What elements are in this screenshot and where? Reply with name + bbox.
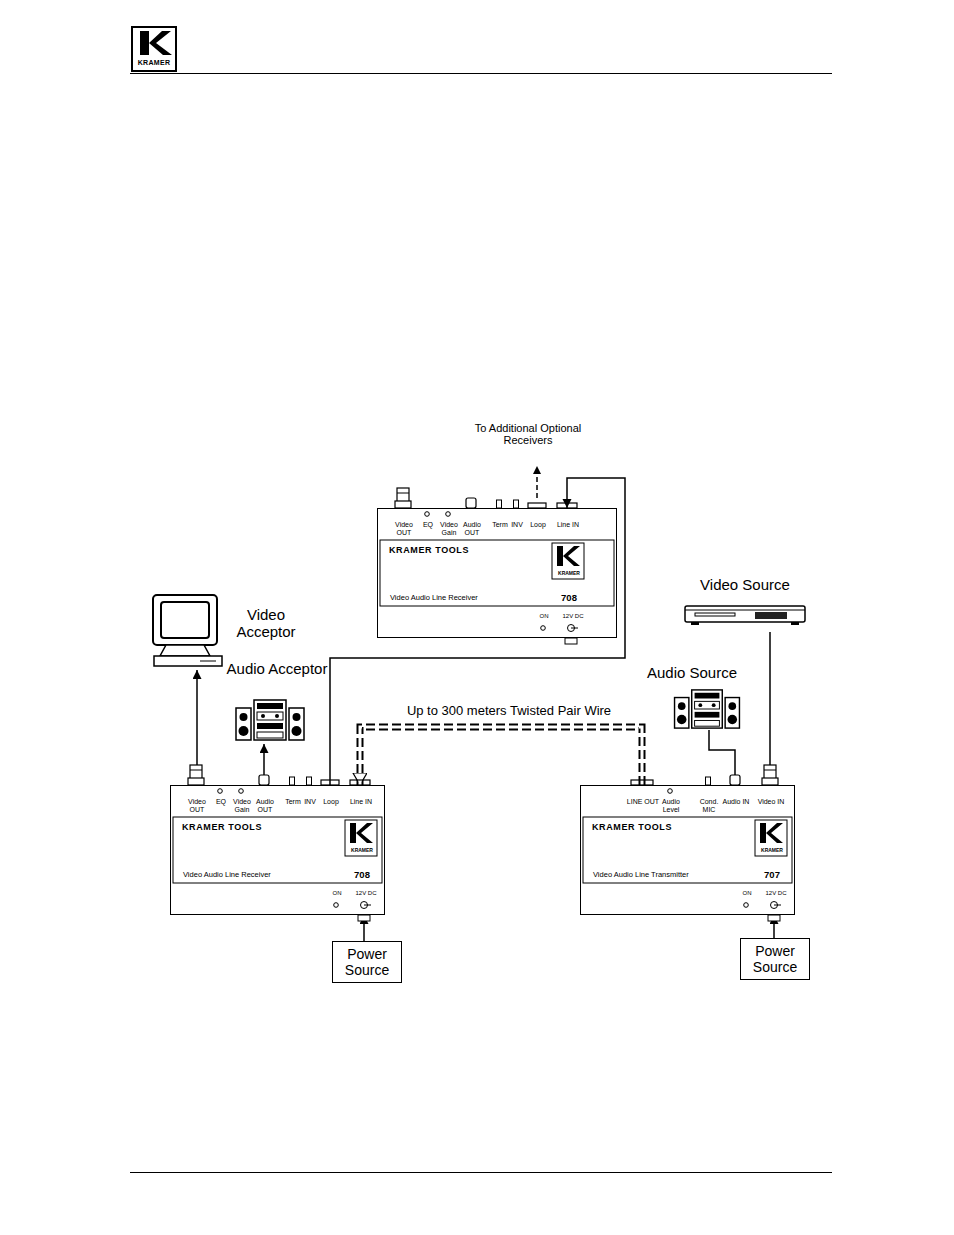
receiver-device: Video OUT EQVideo GainAudio OUT TermINVLoo… — [170, 785, 385, 915]
brand-label: KRAMER TOOLS — [182, 823, 262, 833]
model-description: Video Audio Line Receiver — [183, 871, 271, 879]
port-label: EQ — [421, 521, 435, 529]
signal-connector — [770, 632, 771, 785]
port-label: Term — [284, 798, 302, 806]
device-label: Audio Acceptor — [222, 661, 332, 678]
device-label: Video Acceptor — [228, 607, 304, 640]
footer-rule — [130, 1172, 832, 1173]
power-box: Power Source — [332, 941, 402, 983]
port-label: Audio OUT — [252, 798, 278, 813]
optional-receiver-arrow — [536, 466, 538, 498]
brand-label: KRAMER TOOLS — [592, 823, 672, 833]
port-label: Loop — [528, 521, 548, 529]
header-rule — [130, 73, 832, 74]
model-number: 707 — [757, 870, 787, 880]
model-number: 708 — [554, 593, 584, 603]
equipment-node: Audio Acceptor — [222, 660, 332, 744]
device-panel-drawing — [580, 760, 795, 930]
monitor-icon — [150, 593, 222, 670]
twisted-pair-cable — [360, 727, 642, 785]
equipment-node: Video Source — [683, 576, 807, 632]
power-jack-label: 12V DC — [348, 890, 384, 897]
port-label: Line IN — [346, 798, 376, 806]
signal-connector — [330, 478, 625, 785]
port-label: Video Gain — [229, 798, 255, 813]
model-description: Video Audio Line Transmitter — [593, 871, 689, 879]
brand-label: KRAMER TOOLS — [389, 546, 469, 556]
port-label: EQ — [214, 798, 228, 806]
stereo-icon — [235, 698, 305, 742]
logo-wordmark: KRAMER — [346, 848, 378, 854]
power-label: Power Source — [745, 943, 805, 975]
led-label: ON — [532, 613, 556, 620]
power-label: Power Source — [337, 946, 397, 978]
kramer-logo — [132, 27, 176, 71]
power-box: Power Source — [740, 938, 810, 980]
power-jack-label: 12V DC — [758, 890, 794, 897]
port-label: Cond. MIC — [696, 798, 722, 813]
device-label: Audio Source — [632, 665, 752, 682]
model-number: 708 — [347, 870, 377, 880]
equipment-node: Audio Source — [632, 664, 752, 730]
led-label: ON — [325, 890, 349, 897]
port-label: Video IN — [757, 798, 785, 806]
port-label: Video OUT — [184, 798, 210, 813]
port-label: INV — [509, 521, 525, 529]
power-jack-label: 12V DC — [555, 613, 591, 620]
logo-wordmark: KRAMER — [756, 848, 788, 854]
port-label: LINE OUT — [622, 798, 664, 806]
receiver-device: Video OUT EQVideo GainAudio OUT TermINVLoo… — [377, 508, 617, 638]
transmitter-device: LINE OUTAudio LevelCond. MICAudio INVide… — [580, 785, 795, 915]
port-label: Video Gain — [436, 521, 462, 536]
logo-wordmark: KRAMER — [553, 571, 585, 577]
port-label: Audio OUT — [459, 521, 485, 536]
device-panel-drawing — [170, 760, 385, 930]
stereo-icon — [672, 688, 742, 730]
device-panel-drawing — [377, 483, 617, 653]
port-label: Video OUT — [391, 521, 417, 536]
logo-wordmark: KRAMER — [134, 59, 174, 67]
port-label: Loop — [321, 798, 341, 806]
port-label: Audio Level — [657, 798, 685, 813]
port-label: Audio IN — [718, 798, 754, 806]
device-label: Video Source — [683, 577, 807, 594]
equipment-node: Video Acceptor — [150, 593, 305, 670]
cable-label: Up to 300 meters Twisted Pair Wire — [404, 704, 614, 718]
note-label: To Additional Optional Receivers — [463, 422, 593, 446]
port-label: Term — [491, 521, 509, 529]
vcr-icon — [685, 602, 805, 630]
model-description: Video Audio Line Receiver — [390, 594, 478, 602]
port-label: Line IN — [553, 521, 583, 529]
port-label: INV — [302, 798, 318, 806]
led-label: ON — [735, 890, 759, 897]
